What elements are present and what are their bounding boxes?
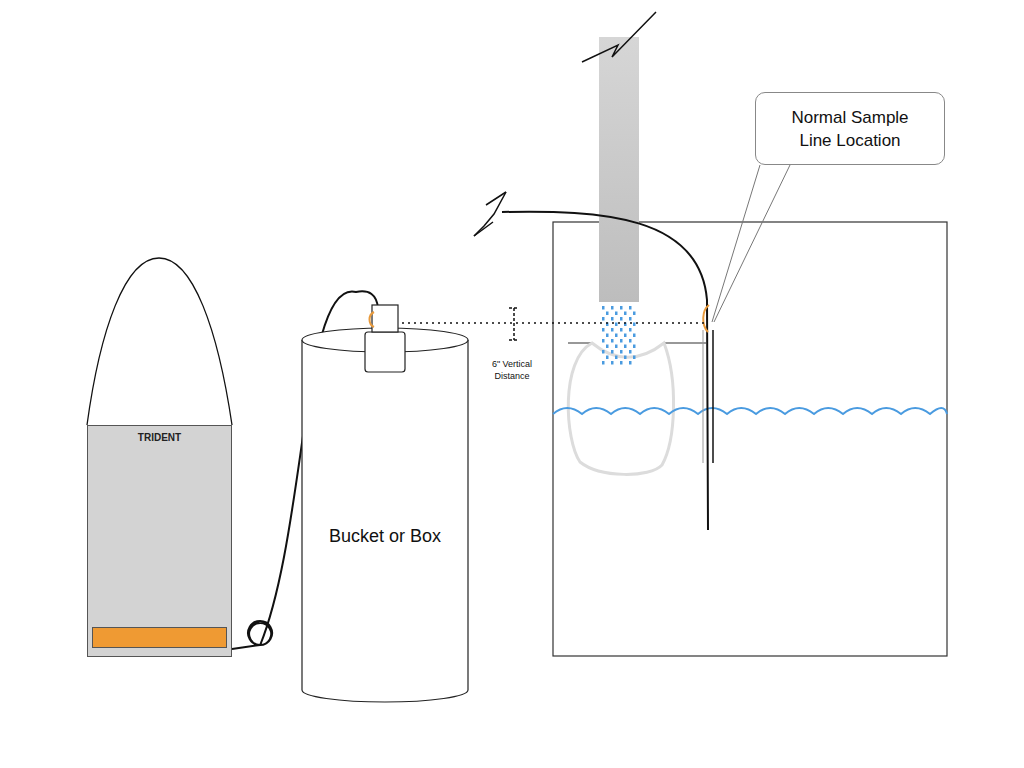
water-drop bbox=[620, 339, 623, 343]
water-drop bbox=[602, 306, 605, 310]
node-label: TRIDENT bbox=[88, 432, 231, 443]
water-drops bbox=[602, 306, 636, 365]
water-drop bbox=[611, 306, 614, 310]
water-drop bbox=[602, 361, 605, 365]
clip bbox=[703, 305, 709, 332]
water-drop bbox=[633, 345, 636, 349]
dimension-bar bbox=[509, 308, 519, 340]
water-drop bbox=[615, 334, 618, 338]
water-drop bbox=[602, 339, 605, 343]
water-drop bbox=[606, 334, 609, 338]
water-drop bbox=[611, 350, 614, 354]
node-label: Bucket or Box bbox=[300, 526, 470, 547]
sample-pipe bbox=[712, 330, 714, 463]
water-drop bbox=[611, 328, 614, 332]
water-drop bbox=[602, 350, 605, 354]
water-drop bbox=[633, 312, 636, 316]
node-label: Normal Sample Line Location bbox=[775, 106, 925, 152]
water-drop bbox=[629, 350, 632, 354]
trident-unit: TRIDENT bbox=[87, 425, 232, 657]
water-drop bbox=[606, 345, 609, 349]
fitting bbox=[365, 332, 405, 372]
water-drop bbox=[615, 312, 618, 316]
clip bbox=[370, 312, 375, 327]
water-drop bbox=[624, 334, 627, 338]
status-bar bbox=[92, 627, 227, 648]
break-mark bbox=[582, 12, 656, 62]
water-drop bbox=[620, 306, 623, 310]
sample-pipe bbox=[703, 330, 704, 463]
water-drop bbox=[606, 356, 609, 360]
water-drop bbox=[629, 317, 632, 321]
water-drop bbox=[615, 345, 618, 349]
level-line bbox=[402, 322, 706, 324]
water-drop bbox=[624, 356, 627, 360]
water-surface bbox=[553, 408, 947, 414]
water-drop bbox=[633, 323, 636, 327]
trident-hood bbox=[87, 258, 232, 425]
water-drop bbox=[620, 317, 623, 321]
cylinder-body bbox=[302, 340, 468, 702]
water-drop bbox=[629, 339, 632, 343]
water-drop bbox=[624, 345, 627, 349]
bucket-outline bbox=[300, 300, 470, 705]
water-drop bbox=[629, 306, 632, 310]
water-drop bbox=[611, 317, 614, 321]
water-drop bbox=[633, 356, 636, 360]
water-drop bbox=[624, 312, 627, 316]
water-drop bbox=[620, 350, 623, 354]
callout-box: Normal Sample Line Location bbox=[755, 92, 945, 165]
fitting-neck bbox=[372, 305, 398, 332]
leader-line bbox=[712, 165, 790, 322]
water-drop bbox=[602, 317, 605, 321]
water-drop bbox=[633, 334, 636, 338]
water-drop bbox=[606, 312, 609, 316]
water-drop bbox=[611, 361, 614, 365]
bucket-cylinder: Bucket or Box bbox=[300, 300, 470, 705]
supply-pipe bbox=[599, 37, 639, 302]
water-drop bbox=[615, 323, 618, 327]
water-drop bbox=[620, 361, 623, 365]
break-mark bbox=[474, 192, 506, 236]
water-drop bbox=[629, 361, 632, 365]
dimension-label: 6" Vertical Distance bbox=[479, 358, 545, 382]
water-drop bbox=[611, 339, 614, 343]
water-drop bbox=[615, 356, 618, 360]
water-drop bbox=[629, 328, 632, 332]
water-drop bbox=[620, 328, 623, 332]
break-mark bbox=[474, 192, 506, 236]
water-drop bbox=[602, 328, 605, 332]
